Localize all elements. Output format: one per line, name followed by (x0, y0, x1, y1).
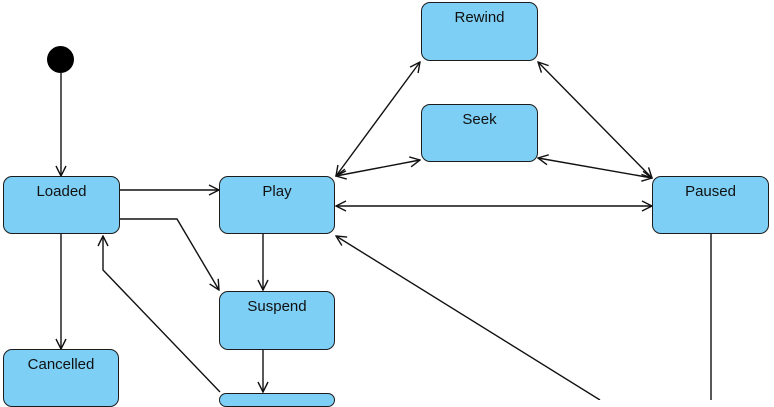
edge-lower-play (336, 236, 601, 400)
edge-loaded-suspend (120, 218, 219, 290)
state-loaded[interactable]: Loaded (3, 176, 120, 234)
state-label: Play (262, 183, 292, 200)
state-label: Loaded (36, 183, 87, 200)
state-label: Paused (685, 183, 736, 200)
state-bottom[interactable] (219, 393, 335, 407)
state-paused[interactable]: Paused (652, 176, 769, 234)
state-label: Suspend (247, 298, 307, 315)
state-cancelled[interactable]: Cancelled (3, 349, 119, 407)
state-seek[interactable]: Seek (421, 104, 538, 162)
edge-play-seek (336, 160, 420, 176)
edge-bottom-loaded (103, 236, 221, 393)
state-label: Rewind (454, 9, 505, 26)
edge-play-rewind (336, 62, 420, 176)
state-label: Cancelled (27, 356, 95, 373)
state-rewind[interactable]: Rewind (421, 2, 538, 61)
initial-state (47, 46, 74, 73)
state-play[interactable]: Play (219, 176, 335, 234)
state-suspend[interactable]: Suspend (219, 291, 335, 350)
edge-seek-paused (538, 158, 652, 178)
state-label: Seek (462, 111, 497, 128)
